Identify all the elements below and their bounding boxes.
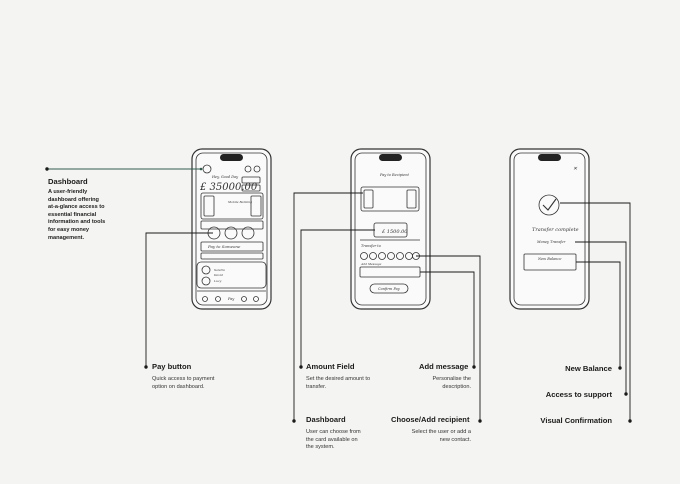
annotation-amount-field-desc: Set the desired amount to transfer. xyxy=(306,376,371,390)
sketch-message: Add Message xyxy=(360,262,382,266)
annotation-new-balance-title: New Balance xyxy=(565,364,612,373)
callout-pay-button xyxy=(145,232,213,367)
sketch-transfer-to: Transfer to xyxy=(361,244,381,248)
callout-access-support xyxy=(575,241,627,394)
sketch-balance: £ 35000.00 xyxy=(199,182,258,193)
phone-dashboard xyxy=(191,148,272,310)
sketch-amount: £ 1500.00 xyxy=(381,229,408,235)
sketch-confirm: Confirm Pay xyxy=(378,287,401,291)
callout-amount-field xyxy=(300,229,375,367)
sketch-sub: Money Transfer xyxy=(536,240,566,244)
sketch-row-3: Lucy xyxy=(213,279,222,283)
sketch-card-label: Mobile Banking xyxy=(227,200,252,204)
annotation-add-message-title: Add message xyxy=(419,362,469,371)
annotation-add-message-desc: Personalise the description. xyxy=(432,376,471,390)
callout-dashboard-card xyxy=(293,192,363,421)
annotation-pay-button-desc: Quick access to payment option on dashbo… xyxy=(152,376,215,390)
callout-choose-recipient xyxy=(416,255,481,421)
phone-payment-text: Pay to Recipient £ 1500.00 Transfer to A… xyxy=(360,173,409,291)
annotation-dashboard-card-desc: User can choose from the card available … xyxy=(306,429,361,451)
sketch-nav-pay: Pay xyxy=(227,297,235,301)
callout-add-message xyxy=(420,271,475,367)
sketch-status: Transfer complete xyxy=(532,227,579,233)
sketch-row-1: Sandra xyxy=(214,268,225,272)
annotation-choose-recipient-title: Choose/Add recipient xyxy=(391,415,470,424)
callout-lines xyxy=(45,167,632,423)
annotation-pay-button-title: Pay button xyxy=(152,362,192,371)
sketch-greeting: Hey, Good Day xyxy=(211,175,239,179)
sketch-close: ✕ xyxy=(573,166,578,172)
annotation-dashboard-card-title: Dashboard xyxy=(306,415,346,424)
annotation-dashboard-title: Dashboard xyxy=(48,177,88,186)
phone-confirmation-text: ✕ Transfer complete Money Transfer New B… xyxy=(532,166,579,261)
phone-dashboard-text: Hey, Good Day £ 35000.00 Mobile Banking … xyxy=(199,175,258,301)
callout-new-balance xyxy=(576,261,621,368)
annotation-dashboard-desc: A user-friendly dashboard offering at-a-… xyxy=(48,189,106,241)
sketch-row-2: David xyxy=(213,273,223,277)
annotation-visual-confirmation-title: Visual Confirmation xyxy=(540,416,612,425)
annotation-access-support-title: Access to support xyxy=(545,390,612,399)
callout-visual-confirmation xyxy=(560,202,631,421)
annotation-choose-recipient-desc: Select the user or add a new contact. xyxy=(411,429,471,443)
sketch-pay-to: Pay to Someone xyxy=(207,244,241,249)
sketch-pay-title: Pay to Recipient xyxy=(379,173,409,177)
phone-payment xyxy=(350,148,431,310)
annotation-amount-field-title: Amount Field xyxy=(306,362,355,371)
sketch-balance-box: New Balance xyxy=(537,257,561,261)
phone-confirmation xyxy=(509,148,590,310)
